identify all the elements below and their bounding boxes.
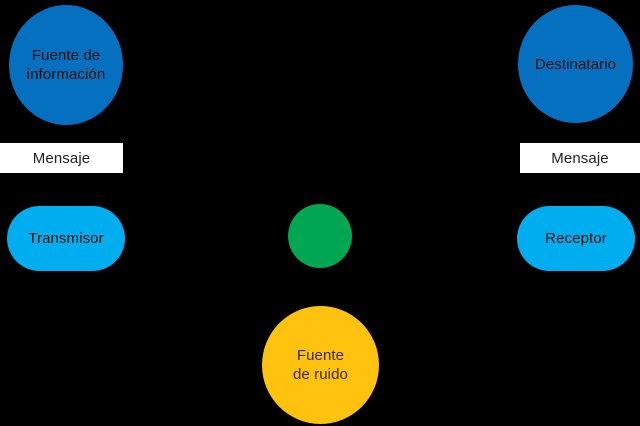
node-mensaje-right[interactable]: Mensaje (520, 143, 640, 173)
node-label-transmisor: Transmisor (28, 230, 104, 247)
node-transmisor[interactable]: Transmisor (7, 206, 125, 271)
node-canal[interactable] (288, 204, 352, 268)
node-mensaje-left[interactable]: Mensaje (0, 143, 123, 173)
node-label-mensaje-left: Mensaje (32, 149, 91, 167)
node-fuente-de-ruido[interactable]: Fuente de ruido (262, 306, 379, 424)
node-receptor[interactable]: Receptor (517, 206, 635, 271)
node-label-fuente-de-informacion: Fuente de información (26, 47, 106, 83)
node-label-mensaje-right: Mensaje (551, 149, 609, 167)
node-fuente-de-informacion[interactable]: Fuente de información (9, 5, 123, 125)
node-label-fuente-de-ruido: Fuente de ruido (292, 347, 348, 383)
node-label-receptor: Receptor (545, 230, 607, 247)
node-label-destinatario: Destinatario (534, 55, 617, 73)
node-destinatario[interactable]: Destinatario (518, 5, 633, 123)
